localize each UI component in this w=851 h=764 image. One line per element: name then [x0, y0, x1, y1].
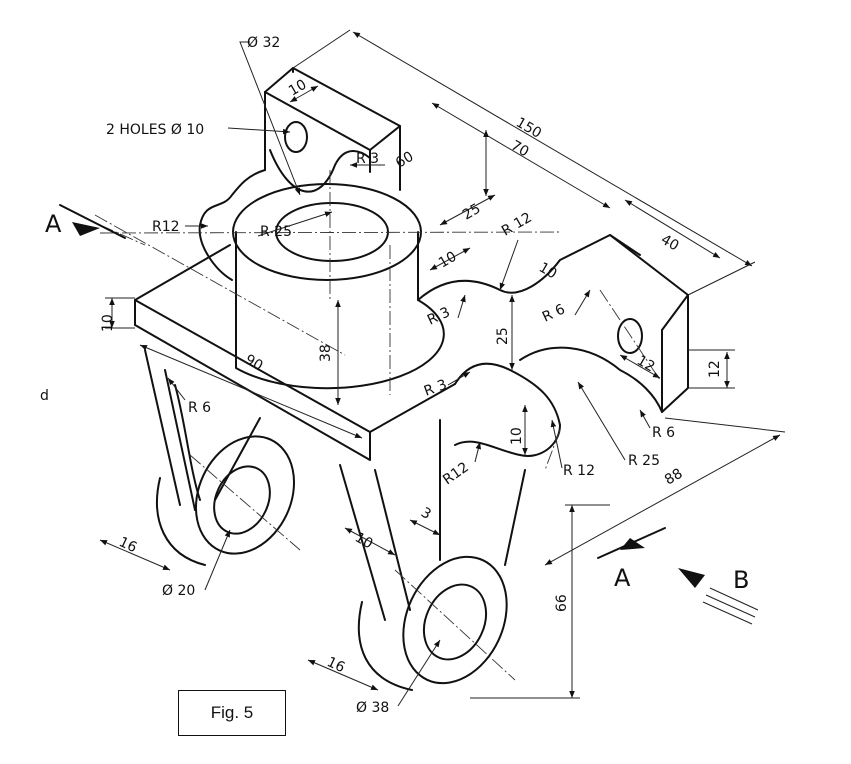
dim-25-mid: 25	[495, 327, 511, 345]
dim-60: 60	[393, 149, 416, 172]
note-labels: 2 HOLES Ø 10 A A B d	[40, 122, 749, 594]
center-lines	[94, 170, 661, 681]
dim-10-left: 10	[100, 314, 116, 332]
right-leg	[339, 419, 526, 691]
dim-70: 70	[508, 138, 531, 161]
dim-d32: Ø 32	[247, 35, 280, 51]
dim-r3-b: R 3	[422, 377, 449, 400]
dim-16-left: 16	[116, 534, 139, 556]
dim-r6-right: R 6	[540, 301, 568, 325]
dim-r6-lower: R 6	[652, 425, 675, 441]
figure-caption-box: Fig. 5	[178, 690, 286, 736]
dim-r6-left: R 6	[188, 400, 211, 416]
dim-90: 90	[242, 352, 265, 375]
left-leg	[144, 349, 296, 566]
dim-38: 38	[318, 344, 334, 362]
leaders	[167, 41, 651, 707]
dim-10-leg: 10	[352, 530, 375, 553]
dim-10-b: 10	[536, 260, 559, 283]
rear-upright	[198, 67, 401, 281]
stray-mark: d	[40, 388, 49, 404]
dim-16-right: 16	[324, 654, 347, 676]
dim-r12-lower: R12	[440, 459, 472, 488]
dim-r12-right: R 12	[563, 463, 595, 479]
dim-d38: Ø 38	[356, 700, 389, 716]
dim-10-a: 10	[436, 249, 459, 272]
view-label-b: B	[733, 566, 749, 594]
dim-3: 3	[418, 505, 434, 523]
dim-r25-boss: R 25	[260, 224, 292, 240]
dim-88: 88	[662, 466, 685, 489]
dim-10-top: 10	[286, 77, 309, 100]
holes-note: 2 HOLES Ø 10	[106, 122, 204, 138]
dim-12-hole: 12	[634, 353, 657, 376]
section-arrows	[59, 204, 759, 625]
dim-66: 66	[554, 594, 570, 612]
dim-12-right: 12	[707, 360, 723, 378]
dim-r12-left: R12	[152, 219, 180, 235]
dim-10-c: 10	[509, 427, 525, 445]
section-label-a-right: A	[614, 564, 631, 592]
dim-40: 40	[658, 232, 681, 255]
dim-r3-top: R 3	[356, 151, 379, 167]
dim-25-top: 25	[460, 201, 483, 224]
dimension-labels: Ø 32 10 R 3 60 150 70 R12 R 25 25 R 12 4…	[100, 35, 723, 716]
dim-r12-mid: R 12	[499, 210, 535, 240]
dim-d20: Ø 20	[162, 583, 195, 599]
figure-caption: Fig. 5	[210, 703, 254, 722]
dim-r25-right: R 25	[628, 453, 660, 469]
section-label-a-left: A	[45, 210, 62, 238]
dimension-lines	[99, 29, 786, 699]
